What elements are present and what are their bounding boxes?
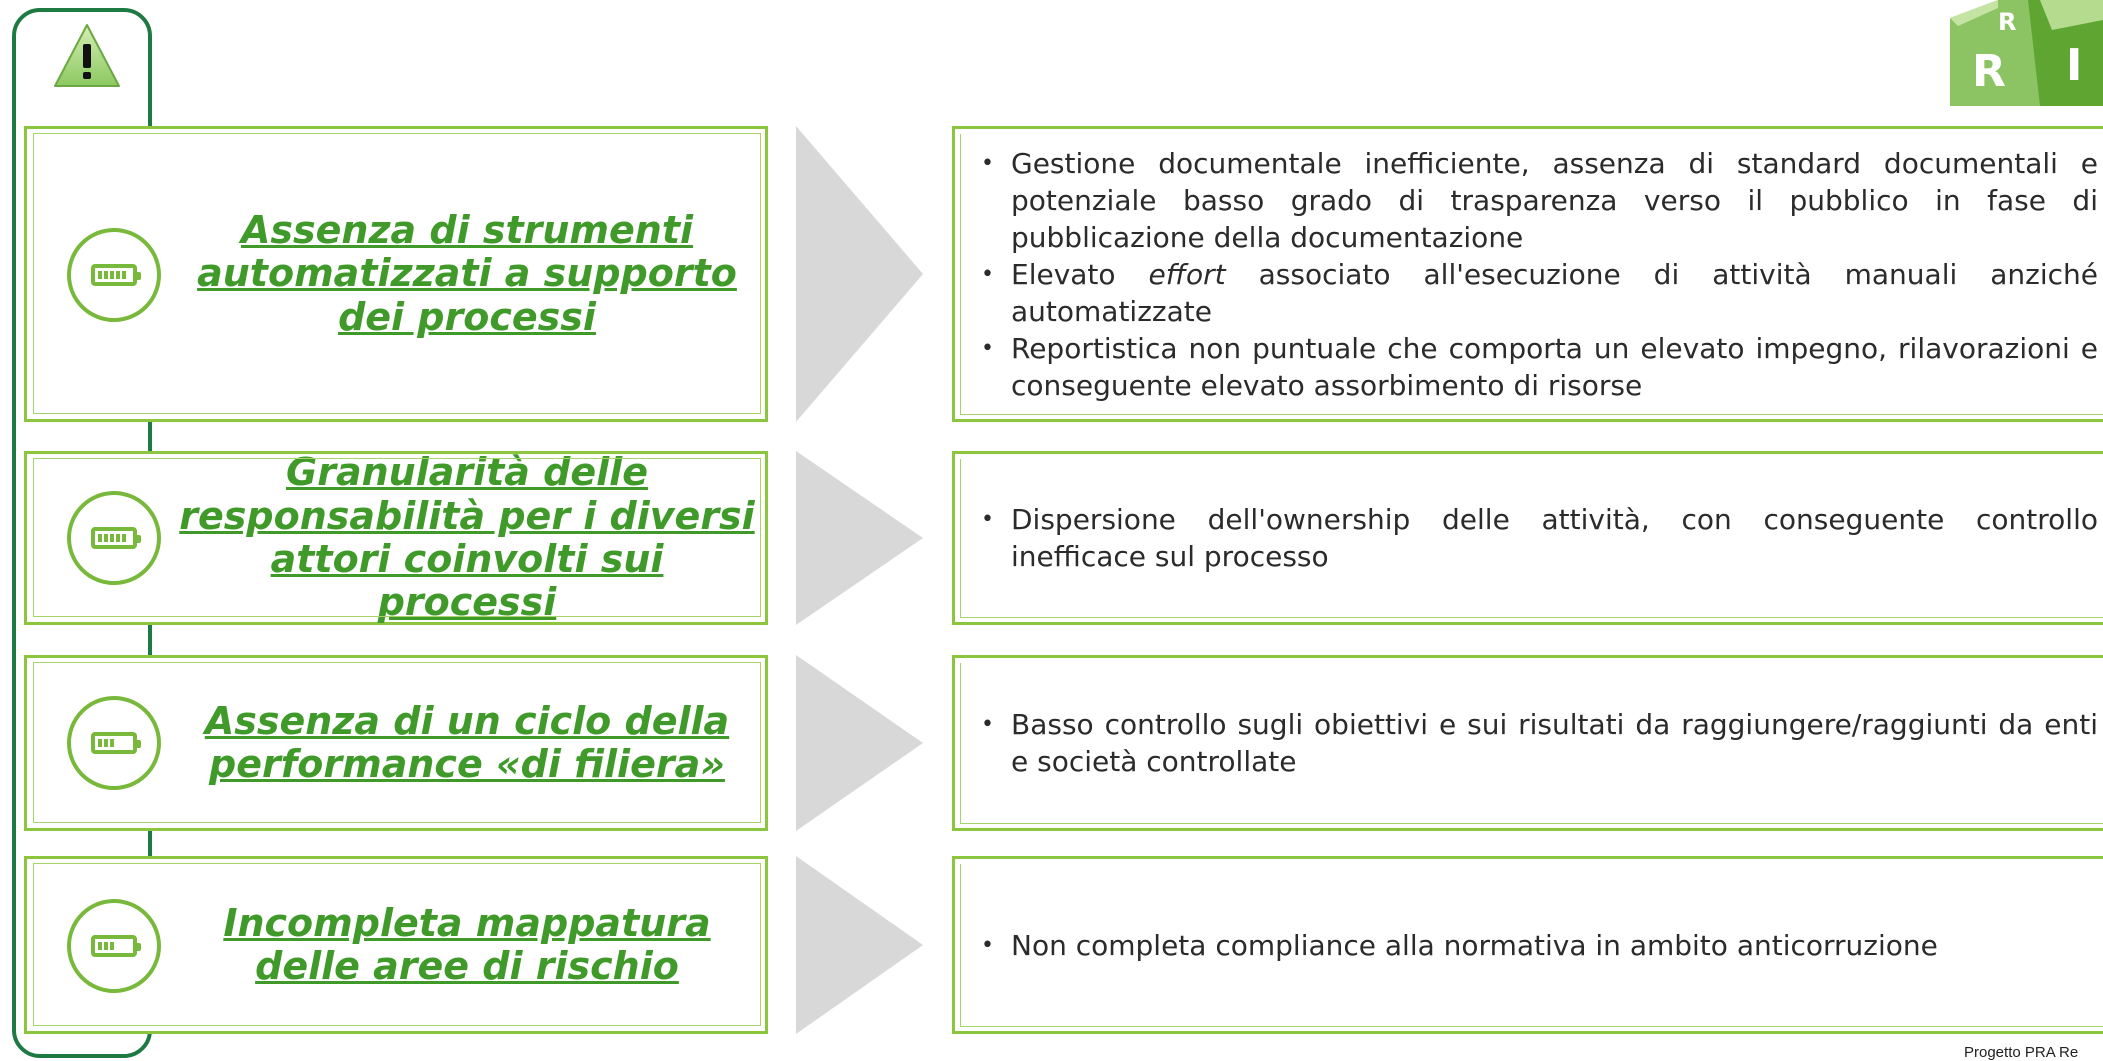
arrow-chevron — [796, 451, 923, 625]
arrow-chevron — [796, 655, 923, 831]
battery-full-icon — [67, 228, 161, 322]
row-title: Assenza di un ciclo della performance «d… — [204, 698, 730, 786]
battery-medium-icon — [67, 696, 161, 790]
row-title: Assenza di strumenti automatizzati a sup… — [197, 208, 737, 339]
arrow-chevron — [796, 856, 923, 1034]
battery-medium-icon — [67, 899, 161, 993]
footer-note: Progetto PRA Re — [1964, 1044, 2079, 1061]
svg-text:I: I — [2066, 40, 2082, 91]
list-item: Reportistica non puntuale che comporta u… — [975, 330, 2098, 404]
issue-row-1: Assenza di strumenti automatizzati a sup… — [24, 126, 768, 422]
list-item: Basso controllo sugli obiettivi e sui ri… — [975, 706, 2098, 780]
list-item: Elevato effort associato all'esecuzione … — [975, 256, 2098, 330]
arrow-chevron — [796, 126, 923, 422]
svg-text:R: R — [1998, 8, 2016, 36]
logo-cubes-icon: R R I — [1950, 0, 2103, 106]
warning-icon — [54, 24, 120, 87]
row-title: Incompleta mappatura delle aree di risch… — [223, 900, 711, 988]
issue-details-2: Dispersione dell'ownership delle attivit… — [952, 451, 2103, 625]
list-item: Dispersione dell'ownership delle attivit… — [975, 501, 2098, 575]
issue-details-4: Non completa compliance alla normativa i… — [952, 856, 2103, 1034]
issue-row-2: Granularità delle responsabilità per i d… — [24, 451, 768, 625]
svg-text:R: R — [1972, 46, 2006, 97]
issue-details-1: Gestione documentale inefficiente, assen… — [952, 126, 2103, 422]
issue-row-4: Incompleta mappatura delle aree di risch… — [24, 856, 768, 1034]
list-item: Gestione documentale inefficiente, assen… — [975, 145, 2098, 256]
issue-row-3: Assenza di un ciclo della performance «d… — [24, 655, 768, 831]
list-item: Non completa compliance alla normativa i… — [975, 927, 2098, 964]
issue-details-3: Basso controllo sugli obiettivi e sui ri… — [952, 655, 2103, 831]
battery-full-icon — [67, 491, 161, 585]
row-title: Granularità delle responsabilità per i d… — [179, 450, 755, 625]
